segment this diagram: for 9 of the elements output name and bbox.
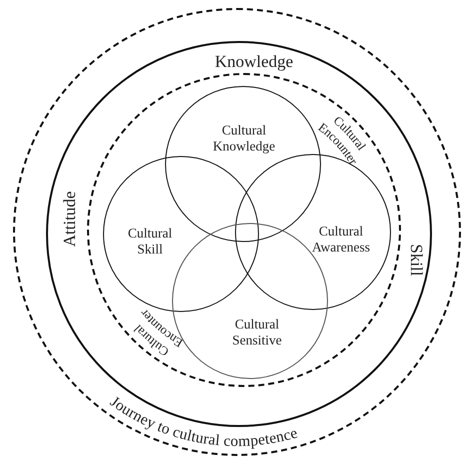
rotated-label: Attitude (60, 191, 80, 247)
circle-label: Cultural Knowledge (212, 122, 276, 154)
rotated-label: Skill (406, 244, 426, 276)
dashed-ring (87, 73, 401, 387)
circle-label: Cultural Sensitive (231, 316, 283, 348)
circle-label: Cultural Skill (126, 225, 174, 257)
circle-label: Cultural Awareness (311, 223, 371, 255)
dashed-ring (13, 8, 461, 456)
ring-label: Knowledge (214, 52, 294, 72)
